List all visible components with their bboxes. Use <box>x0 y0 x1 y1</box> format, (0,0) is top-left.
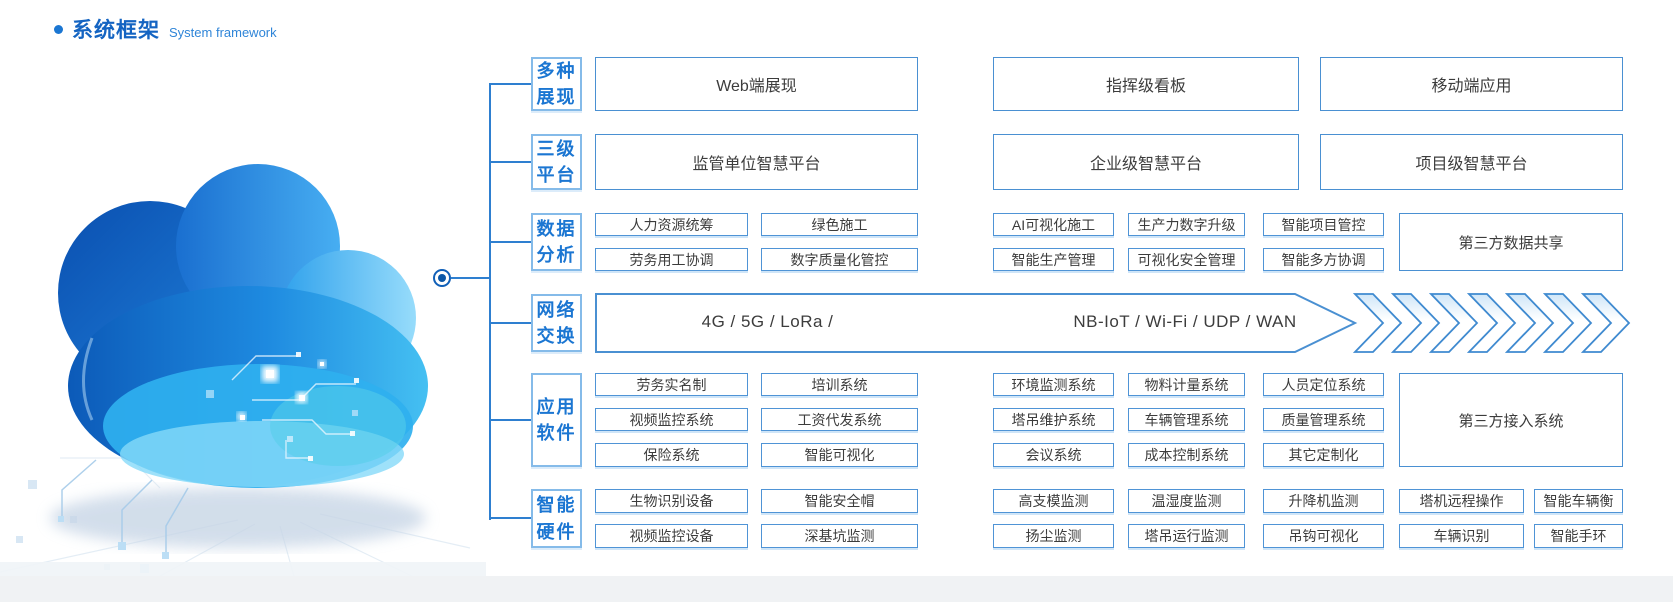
sw-box-labor-realname: 劳务实名制 <box>595 373 748 396</box>
bottom-strip <box>0 576 1673 602</box>
hw-box-dust-monitor: 扬尘监测 <box>993 524 1114 548</box>
category-display: 多种 展现 <box>531 57 582 111</box>
hw-box-vehicle-id: 车辆识别 <box>1399 524 1524 548</box>
sw-box-training: 培训系统 <box>761 373 918 396</box>
category-platform: 三级 平台 <box>531 134 582 190</box>
data-box-third-party-share: 第三方数据共享 <box>1399 213 1623 271</box>
category-software: 应用 软件 <box>531 373 582 467</box>
chevron-arrows-icon <box>1352 293 1631 353</box>
cloud-connector-node-core <box>438 274 446 282</box>
hw-box-smart-band: 智能手环 <box>1534 524 1623 548</box>
category-hardware-line1: 智能 <box>536 495 577 516</box>
stub-display <box>489 83 531 85</box>
hw-box-tower-operation: 塔吊运行监测 <box>1128 524 1245 548</box>
bullet-icon <box>54 24 63 34</box>
sw-box-personnel-positioning: 人员定位系统 <box>1263 373 1384 396</box>
sw-box-env-monitor: 环境监测系统 <box>993 373 1114 396</box>
box-project-platform: 项目级智慧平台 <box>1320 134 1623 190</box>
data-box-productivity-upgrade: 生产力数字升级 <box>1128 213 1245 236</box>
connector-line <box>451 277 489 279</box>
stub-software <box>489 419 531 421</box>
category-data-analysis: 数据 分析 <box>531 213 582 271</box>
hw-box-hook-visual: 吊钩可视化 <box>1263 524 1384 548</box>
data-box-labor-coordination: 劳务用工协调 <box>595 248 748 271</box>
data-box-multi-party: 智能多方协调 <box>1263 248 1384 271</box>
data-box-smart-project-control: 智能项目管控 <box>1263 213 1384 236</box>
data-box-hr: 人力资源统筹 <box>595 213 748 236</box>
category-display-line2: 展现 <box>536 87 577 107</box>
title-en: System framework <box>169 25 277 40</box>
title-zh: 系统框架 <box>72 19 160 42</box>
sw-box-meeting: 会议系统 <box>993 443 1114 467</box>
sw-box-tower-maintenance: 塔吊维护系统 <box>993 408 1114 431</box>
sw-box-payroll: 工资代发系统 <box>761 408 918 431</box>
stub-network <box>489 322 531 324</box>
category-platform-line1: 三级 <box>536 138 577 159</box>
box-supervision-platform: 监管单位智慧平台 <box>595 134 918 190</box>
sw-box-vehicle-mgmt: 车辆管理系统 <box>1128 408 1245 431</box>
sw-box-other-custom: 其它定制化 <box>1263 443 1384 467</box>
sw-box-third-party-access: 第三方接入系统 <box>1399 373 1623 467</box>
data-box-visual-safety: 可视化安全管理 <box>1128 248 1245 271</box>
network-band <box>595 293 1631 353</box>
category-hardware: 智能 硬件 <box>531 489 582 548</box>
category-data-line1: 数据 <box>536 218 577 239</box>
category-data-line2: 分析 <box>536 245 577 265</box>
hw-box-temp-humidity: 温湿度监测 <box>1128 489 1245 513</box>
hw-box-hoist-monitor: 升降机监测 <box>1263 489 1384 513</box>
sw-box-smart-visual: 智能可视化 <box>761 443 918 467</box>
category-display-line1: 多种 <box>536 60 577 81</box>
sw-box-material-metering: 物料计量系统 <box>1128 373 1245 396</box>
hw-box-deep-pit: 深基坑监测 <box>761 524 918 548</box>
stub-hardware <box>489 517 531 519</box>
data-box-ai-construction: AI可视化施工 <box>993 213 1114 236</box>
category-network: 网络 交换 <box>531 294 582 352</box>
network-protocols-left: 4G / 5G / LoRa / <box>701 312 834 331</box>
data-box-green-construction: 绿色施工 <box>761 213 918 236</box>
cloud-illustration <box>0 164 486 599</box>
hw-box-smart-helmet: 智能安全帽 <box>761 489 918 513</box>
category-software-line2: 软件 <box>536 423 577 443</box>
box-command-board: 指挥级看板 <box>993 57 1299 111</box>
box-mobile-app: 移动端应用 <box>1320 57 1623 111</box>
data-box-digital-quality: 数字质量化管控 <box>761 248 918 271</box>
category-platform-line2: 平台 <box>536 165 577 185</box>
sw-box-cost-control: 成本控制系统 <box>1128 443 1245 467</box>
sw-box-quality-mgmt: 质量管理系统 <box>1263 408 1384 431</box>
stub-data <box>489 241 531 243</box>
box-web-display: Web端展现 <box>595 57 918 111</box>
connector-spine <box>489 83 491 520</box>
sw-box-insurance: 保险系统 <box>595 443 748 467</box>
category-software-line1: 应用 <box>536 396 577 417</box>
hw-box-smart-weighbridge: 智能车辆衡 <box>1534 489 1623 513</box>
hw-box-video-device: 视频监控设备 <box>595 524 748 548</box>
network-protocols-right: NB-IoT / Wi-Fi / UDP / WAN <box>1073 312 1297 331</box>
category-network-line2: 交换 <box>536 326 577 346</box>
sw-box-video-monitor: 视频监控系统 <box>595 408 748 431</box>
hw-box-tower-remote: 塔机远程操作 <box>1399 489 1524 513</box>
hw-box-formwork-monitor: 高支模监测 <box>993 489 1114 513</box>
hw-box-biometric: 生物识别设备 <box>595 489 748 513</box>
category-hardware-line2: 硬件 <box>536 521 577 542</box>
stub-platform <box>489 161 531 163</box>
page-title: 系统框架 System framework <box>54 14 277 44</box>
category-network-line1: 网络 <box>536 299 577 320</box>
data-box-smart-production: 智能生产管理 <box>993 248 1114 271</box>
box-enterprise-platform: 企业级智慧平台 <box>993 134 1299 190</box>
